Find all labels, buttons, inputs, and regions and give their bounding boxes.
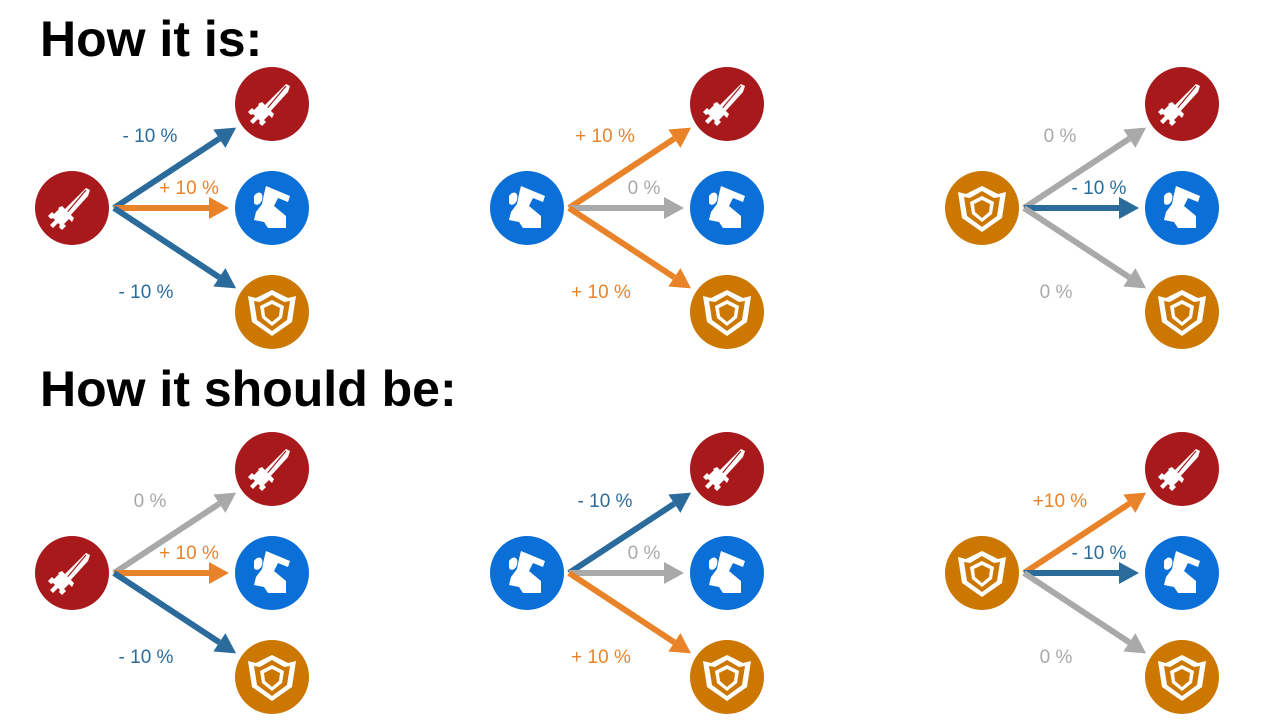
desired-group-2-arrow-to-sword — [567, 492, 692, 576]
desired-group-2-arrow-to-shield — [567, 570, 692, 654]
desired-group-1-arrow-to-sword — [112, 492, 237, 576]
current-group-2-source-boot-icon — [490, 171, 564, 245]
current-group-1-arrow-to-sword — [112, 127, 237, 211]
current-group-1-source-sword-icon — [35, 171, 109, 245]
heading-how-it-should-be: How it should be: — [40, 361, 457, 417]
change-label: 0 % — [1044, 126, 1077, 147]
arrow-head — [668, 492, 692, 513]
current-group-3-target-shield-icon — [1145, 275, 1219, 349]
current-group-3-arrow-to-shield — [1022, 205, 1147, 289]
desired-group-2-source-boot-icon — [490, 536, 564, 610]
current-group-1-target-boot-icon — [235, 171, 309, 245]
change-label: + 10 % — [159, 543, 219, 564]
arrow-head — [664, 197, 684, 219]
arrow-head — [1119, 197, 1139, 219]
arrow-shaft — [1022, 205, 1132, 280]
change-label: + 10 % — [571, 647, 631, 668]
arrow-shaft — [112, 205, 222, 280]
arrow-shaft — [112, 136, 222, 211]
arrow-head — [213, 633, 237, 654]
desired-group-3-target-shield-icon — [1145, 640, 1219, 714]
arrow-shaft — [567, 205, 677, 280]
change-label: + 10 % — [571, 282, 631, 303]
current-group-3-source-shield-icon — [945, 171, 1019, 245]
arrow-head — [668, 127, 692, 148]
change-label: - 10 % — [1072, 543, 1127, 564]
arrow-head — [1119, 562, 1139, 584]
current-group-2-arrow-to-shield — [567, 205, 692, 289]
arrow-head — [213, 492, 237, 513]
current-group-2-target-boot-icon — [690, 171, 764, 245]
arrow-head — [209, 197, 229, 219]
current-group-2-arrow-to-sword — [567, 127, 692, 211]
desired-group-3-target-sword-icon — [1145, 432, 1219, 506]
current-group-1-target-sword-icon — [235, 67, 309, 141]
arrow-head — [1123, 127, 1147, 148]
arrow-head — [668, 268, 692, 289]
desired-group-1-arrow-to-shield — [112, 570, 237, 654]
arrow-head — [1123, 492, 1147, 513]
desired-group-1-arrow-to-boot — [114, 562, 229, 584]
current-group-3-arrow-to-boot — [1024, 197, 1139, 219]
change-label: 0 % — [628, 178, 661, 199]
current-group-3-target-boot-icon — [1145, 171, 1219, 245]
arrow-shaft — [567, 136, 677, 211]
desired-group-3-arrow-to-shield — [1022, 570, 1147, 654]
arrow-head — [209, 562, 229, 584]
desired-group-3-arrow-to-sword — [1022, 492, 1147, 576]
change-label: - 10 % — [119, 282, 174, 303]
arrow-shaft — [567, 501, 677, 576]
arrow-shaft — [1022, 570, 1132, 645]
desired-group-3-source-shield-icon — [945, 536, 1019, 610]
current-group-1-arrow-to-shield — [112, 205, 237, 289]
change-label: +10 % — [1033, 491, 1088, 512]
change-label: 0 % — [628, 543, 661, 564]
current-group-2-arrow-to-boot — [569, 197, 684, 219]
arrow-head — [213, 268, 237, 289]
change-label: - 10 % — [119, 647, 174, 668]
change-label: - 10 % — [1072, 178, 1127, 199]
arrow-head — [668, 633, 692, 654]
desired-group-2-arrow-to-boot — [569, 562, 684, 584]
arrow-shaft — [1022, 501, 1132, 576]
arrow-shaft — [112, 570, 222, 645]
current-group-1-arrow-to-boot — [114, 197, 229, 219]
change-label: - 10 % — [123, 126, 178, 147]
desired-group-2-target-boot-icon — [690, 536, 764, 610]
arrow-head — [664, 562, 684, 584]
current-group-3-target-sword-icon — [1145, 67, 1219, 141]
desired-group-2-target-sword-icon — [690, 432, 764, 506]
current-group-2-target-sword-icon — [690, 67, 764, 141]
current-group-3-arrow-to-sword — [1022, 127, 1147, 211]
arrow-shaft — [1022, 136, 1132, 211]
heading-how-it-is: How it is: — [40, 11, 263, 67]
change-label: 0 % — [1040, 647, 1073, 668]
arrow-shaft — [112, 501, 222, 576]
current-group-1-target-shield-icon — [235, 275, 309, 349]
desired-group-2-target-shield-icon — [690, 640, 764, 714]
arrow-shaft — [567, 570, 677, 645]
change-label: + 10 % — [575, 126, 635, 147]
desired-group-1-target-shield-icon — [235, 640, 309, 714]
arrow-head — [1123, 633, 1147, 654]
change-label: 0 % — [1040, 282, 1073, 303]
desired-group-1-target-boot-icon — [235, 536, 309, 610]
desired-group-3-target-boot-icon — [1145, 536, 1219, 610]
desired-group-3-arrow-to-boot — [1024, 562, 1139, 584]
desired-group-1-source-sword-icon — [35, 536, 109, 610]
current-group-2-target-shield-icon — [690, 275, 764, 349]
change-label: + 10 % — [159, 178, 219, 199]
change-label: - 10 % — [578, 491, 633, 512]
desired-group-1-target-sword-icon — [235, 432, 309, 506]
change-label: 0 % — [134, 491, 167, 512]
arrow-head — [1123, 268, 1147, 289]
arrow-head — [213, 127, 237, 148]
